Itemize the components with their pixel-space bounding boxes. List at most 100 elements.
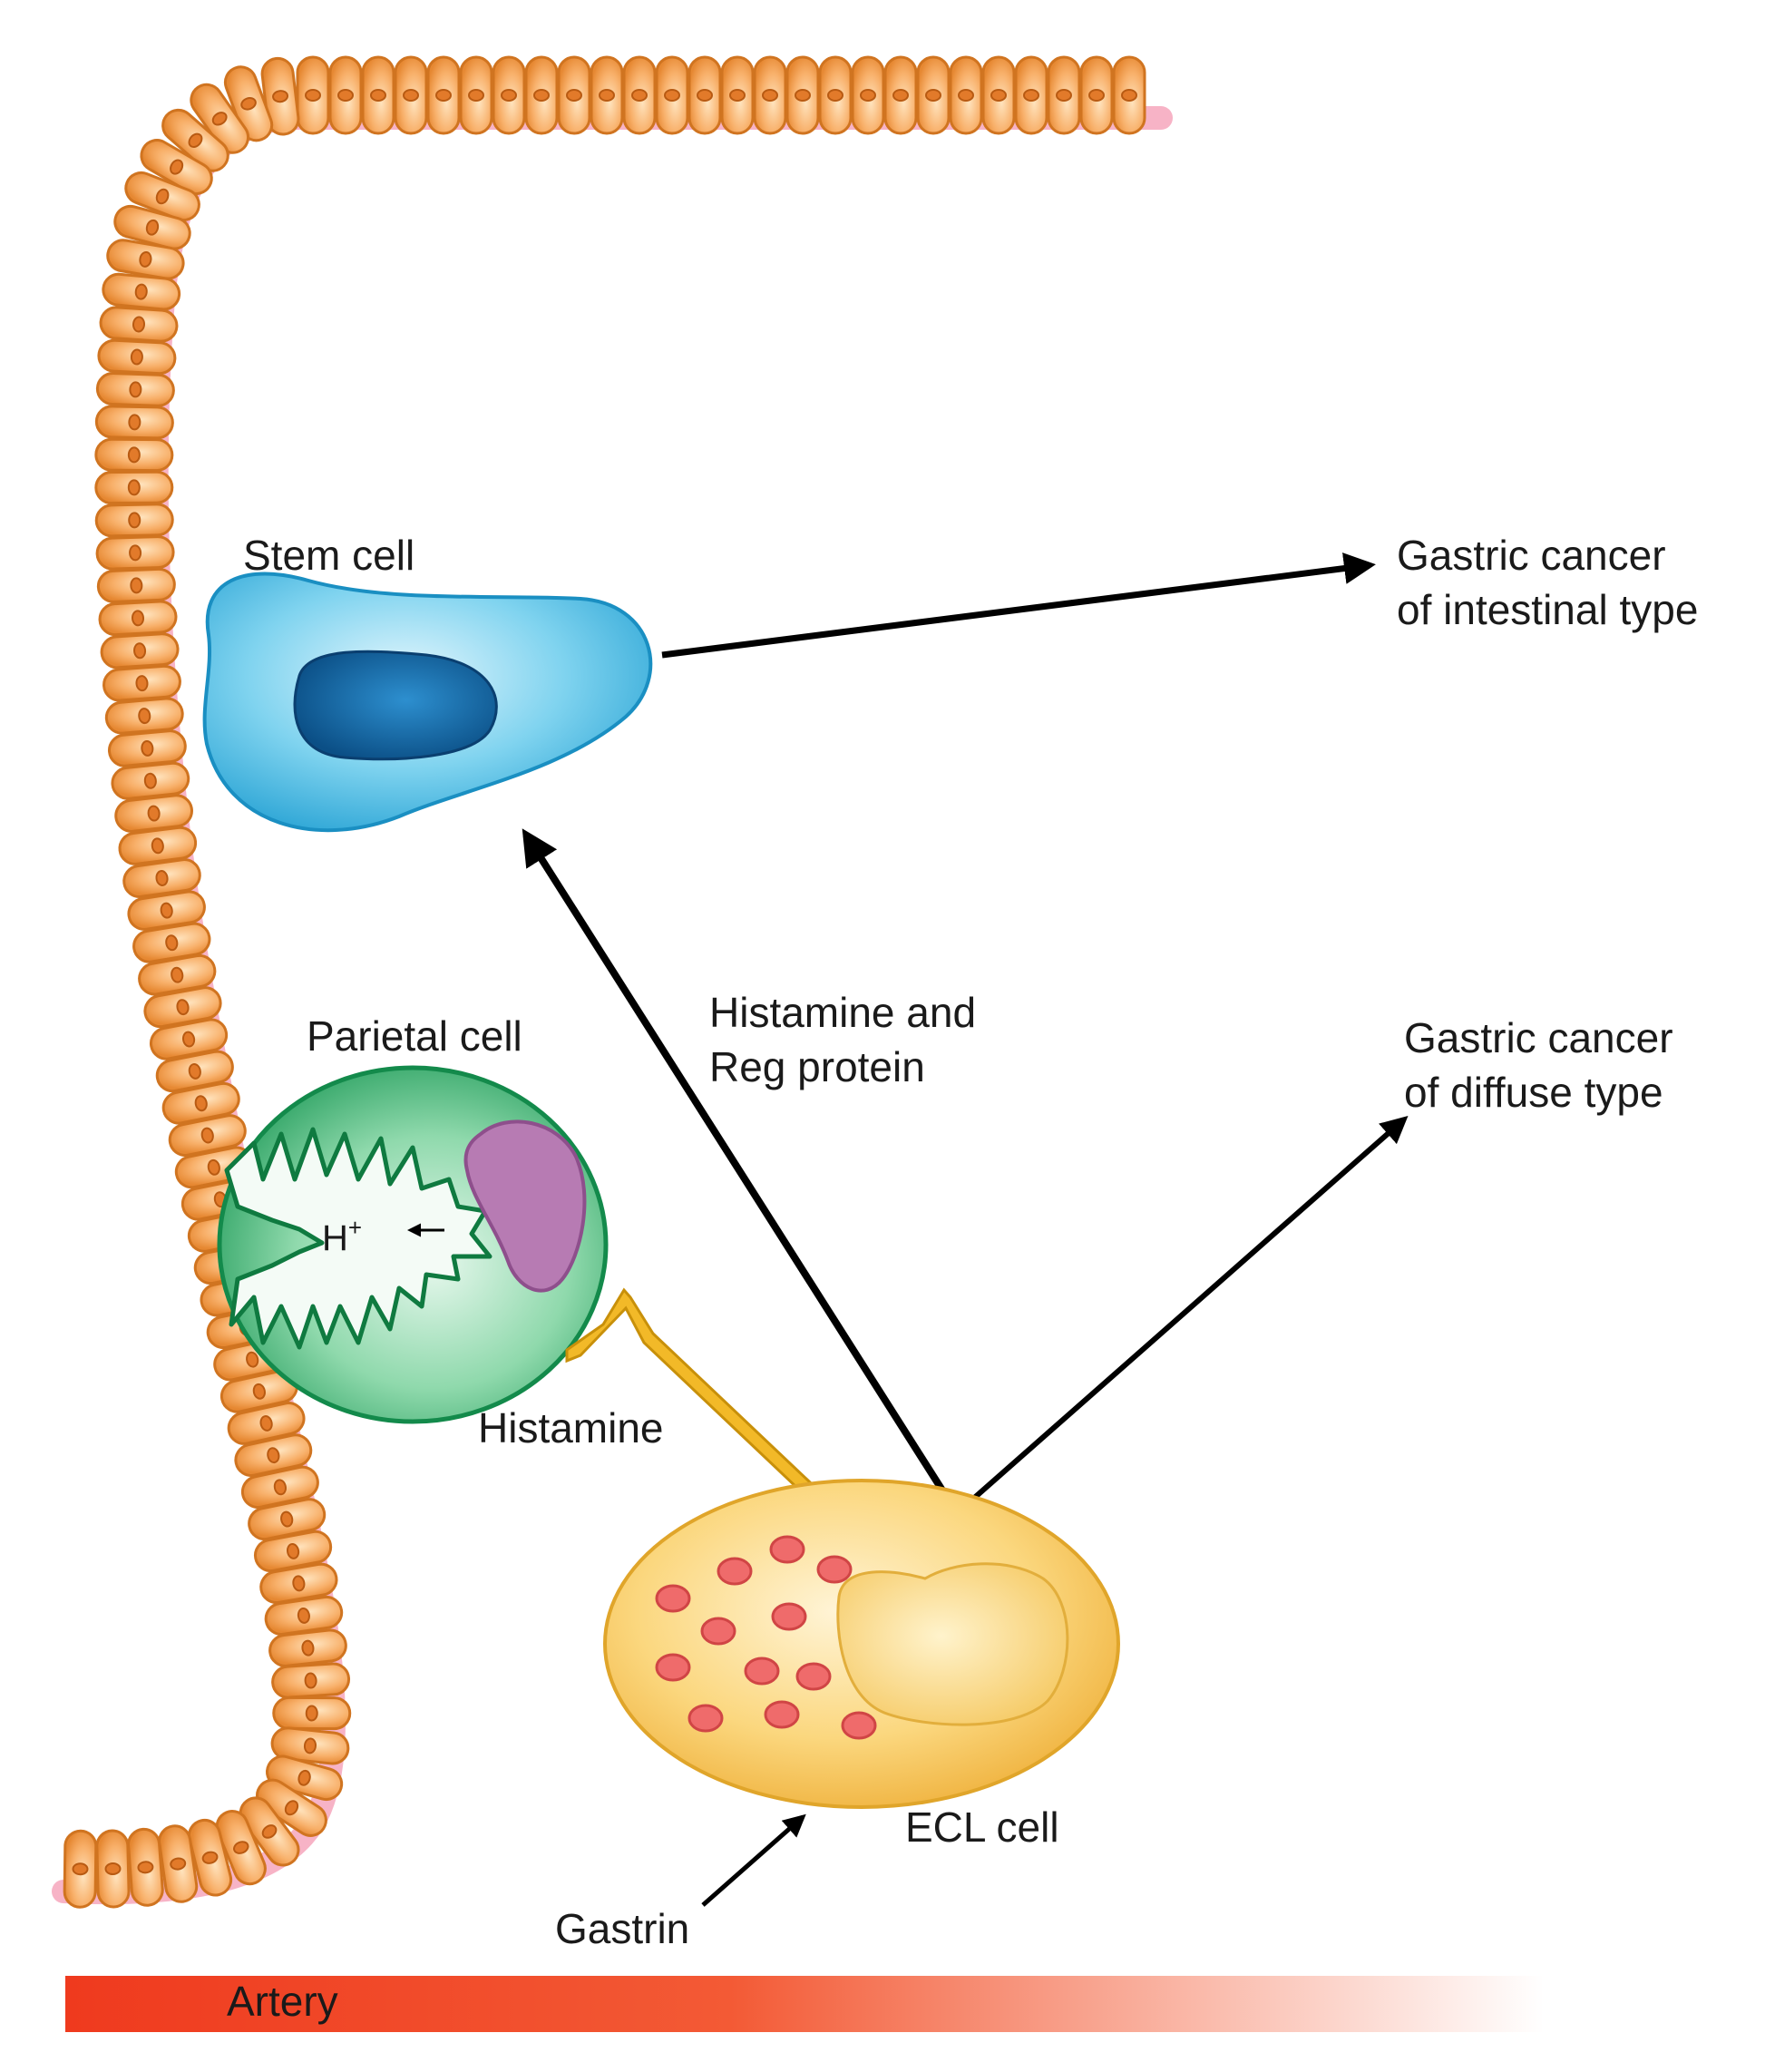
epithelial-cell (883, 55, 918, 135)
epithelial-cell (161, 108, 229, 172)
epithelial-cell (818, 55, 853, 135)
epithelial-cell (99, 306, 179, 343)
epithelial-cell (118, 826, 198, 865)
epithelial-cell (248, 1498, 327, 1541)
epithelial-cell (95, 372, 175, 407)
epithelial-cell (127, 1827, 164, 1907)
ecl-granule (717, 1557, 753, 1586)
gastric-diffuse-label-line2: of diffuse type (1404, 1069, 1663, 1116)
epithelial-cell (590, 55, 624, 135)
epithelial-cell (264, 1595, 344, 1636)
epithelial-cell (524, 55, 559, 135)
epithelial-cell (158, 1824, 199, 1903)
epithelial-cell (260, 56, 300, 136)
ecl-granule (841, 1711, 877, 1740)
epithelial-cell (161, 1081, 240, 1125)
epithelial-cell (270, 1726, 350, 1765)
histamine-reg-label-line1: Histamine and (709, 989, 976, 1036)
histamine-process (565, 1287, 828, 1509)
gastric-intestinal-label-line2: of intestinal type (1397, 586, 1698, 633)
epithelial-cell (97, 338, 177, 376)
epithelial-cell (155, 1050, 234, 1093)
gastrin-label: Gastrin (555, 1905, 689, 1952)
epithelial-cell (259, 1562, 338, 1605)
epithelial-cell (253, 1530, 333, 1573)
epithelial-cell (949, 55, 983, 135)
epithelial-cell (102, 272, 181, 311)
epithelial-cell (272, 1696, 352, 1731)
histamine-reg-label-line2: Reg protein (709, 1043, 925, 1090)
epithelial-cell (96, 567, 176, 603)
arrow-stem-to-intestinal (661, 552, 1376, 659)
epithelial-cell (190, 83, 250, 154)
parietal-canaliculus (224, 1127, 492, 1350)
epithelial-cell (1112, 55, 1146, 135)
stem-cell-nucleus (293, 650, 498, 761)
ecl-cell (603, 1479, 1120, 1809)
epithelial-cell (127, 890, 206, 931)
epithelial-cell (296, 55, 330, 135)
epithelial-cell (143, 986, 222, 1029)
epithelial-cell (687, 55, 722, 135)
epithelial-cell (1047, 55, 1081, 135)
epithelial-cell (328, 55, 363, 135)
epithelial-cell (95, 1829, 131, 1909)
epithelial-cell (361, 55, 395, 135)
epithelial-cell (492, 55, 526, 135)
epithelial-cell (107, 729, 187, 767)
epithelial-cell (63, 1829, 98, 1909)
ecl-granule (795, 1662, 832, 1691)
epithelial-cell (655, 55, 689, 135)
epithelial-cell (138, 953, 217, 996)
parietal-nucleus (463, 1119, 587, 1293)
epithelial-cell (1079, 55, 1114, 135)
epithelial-cell (132, 922, 211, 963)
ecl-granule (687, 1704, 724, 1733)
arrow-gastrin-to-ecl (701, 1813, 806, 1907)
epithelial-cell (111, 761, 190, 800)
epithelial-cell (1014, 55, 1048, 135)
epithelial-cell (102, 664, 181, 702)
epithelial-cell (268, 1628, 347, 1667)
epithelial-cell (753, 55, 787, 135)
arrow-ecl-to-diffuse (955, 1116, 1409, 1516)
parietal-cell: H+ (217, 1065, 609, 1424)
epithelial-cell (234, 1433, 313, 1477)
h-plus-label: H+ (322, 1214, 362, 1258)
epithelial-cell (122, 858, 201, 898)
epithelial-cell (124, 171, 200, 222)
ecl-granules (655, 1535, 877, 1740)
epithelial-cell (256, 1778, 327, 1837)
ecl-granule (655, 1584, 691, 1613)
ecl-granule (816, 1555, 853, 1584)
epithelial-cell (219, 1369, 298, 1413)
epithelial-cell (95, 535, 175, 571)
epithelial-cell (851, 55, 885, 135)
histamine-label: Histamine (478, 1404, 664, 1451)
epithelial-cell (98, 600, 178, 637)
epithelial-cell (271, 1662, 351, 1699)
epithelial-cell (240, 1465, 319, 1510)
artery-bar (65, 1976, 1544, 2032)
ecl-granule (700, 1617, 736, 1646)
epithelial-cell (94, 405, 174, 440)
ecl-cell-nucleus (836, 1562, 1069, 1726)
epithelial-cell (94, 437, 174, 473)
epithelial-cell (188, 1818, 233, 1897)
epithelial-cell (94, 470, 174, 505)
epithelial-cell (426, 55, 461, 135)
arrow-ecl-to-stem (522, 828, 961, 1516)
epithelial-cell (149, 1018, 229, 1060)
stem-cell (202, 572, 653, 833)
epithelial-cell (785, 55, 820, 135)
ecl-cell-label: ECL cell (905, 1803, 1059, 1851)
epithelial-cell (916, 55, 951, 135)
epithelial-cell (168, 1114, 247, 1157)
ecl-granule (769, 1535, 805, 1564)
ecl-granule (771, 1602, 807, 1631)
ecl-granule (764, 1700, 800, 1729)
epithelial-cell (223, 65, 274, 142)
epithelial-cell (215, 1810, 267, 1886)
epithelial-cell (104, 697, 184, 735)
